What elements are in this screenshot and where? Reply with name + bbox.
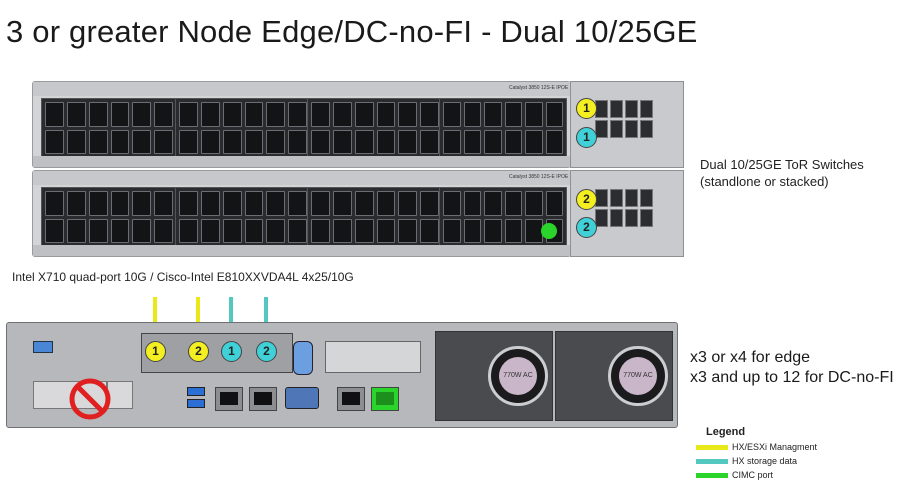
nic-label: Intel X710 quad-port 10G / Cisco-Intel E… <box>12 270 354 284</box>
nic-port-3-badge: 1 <box>221 341 242 362</box>
tor-switch-2: Catalyst 3850 12S-E IPOE <box>32 170 571 257</box>
legend-swatch-mgmt <box>696 444 728 450</box>
server-label-line2: x3 and up to 12 for DC-no-FI <box>690 369 894 386</box>
storage-cable-1 <box>229 297 233 341</box>
usb-port-2 <box>187 399 205 408</box>
legend-title: Legend <box>706 426 746 438</box>
lan-port-1 <box>215 387 243 411</box>
nic-port-2-badge: 2 <box>188 341 209 362</box>
pull-tab <box>293 341 313 375</box>
storage-cable-2 <box>264 297 268 341</box>
switch-2-network-module <box>570 170 684 257</box>
legend-item-storage: HX storage data <box>696 456 797 466</box>
switch-label: Dual 10/25GE ToR Switches (standlone or … <box>700 156 864 190</box>
switch-1-port-block-c <box>307 98 443 158</box>
legend-swatch-storage <box>696 458 728 464</box>
page-title: 3 or greater Node Edge/DC-no-FI - Dual 1… <box>6 14 698 49</box>
switch-1-port-block-d <box>439 98 567 158</box>
server-label-line1: x3 or x4 for edge <box>690 349 811 366</box>
usb-port-1 <box>187 387 205 396</box>
tor-switch-1: Catalyst 3850 12S-E IPOE <box>32 81 571 168</box>
nic-port-4-badge: 2 <box>256 341 277 362</box>
pcie-slot <box>325 341 421 373</box>
lan-port-3 <box>337 387 365 411</box>
switch-2-port-block-a <box>41 187 177 247</box>
psu-2-fan-icon: 770W AC <box>608 346 668 406</box>
vga-port <box>285 387 319 409</box>
legend-label-cimc: CIMC port <box>732 470 774 480</box>
mgmt-cable-2 <box>196 297 200 341</box>
switch-cimc-port-marker <box>541 223 557 239</box>
lan-port-2 <box>249 387 277 411</box>
switch-2-port-block-b <box>175 187 311 247</box>
legend-item-cimc: CIMC port <box>696 470 773 480</box>
legend-item-mgmt: HX/ESXi Managment <box>696 442 817 452</box>
legend-label-storage: HX storage data <box>732 456 798 466</box>
psu-2: 770W AC <box>555 331 673 421</box>
psu-1-fan-icon: 770W AC <box>488 346 548 406</box>
switch-1-model-text: Catalyst 3850 12S-E IPOE <box>509 85 569 91</box>
psu-2-rating: 770W AC <box>619 357 657 395</box>
switch-2-mgmt-badge: 2 <box>576 189 597 210</box>
switch-1-port-block-b <box>175 98 311 158</box>
psu-1-rating: 770W AC <box>499 357 537 395</box>
cimc-port <box>371 387 399 411</box>
legend-label-mgmt: HX/ESXi Managment <box>732 442 818 452</box>
switch-label-line1: Dual 10/25GE ToR Switches <box>700 157 864 172</box>
server-label: x3 or x4 for edge x3 and up to 12 for DC… <box>690 348 894 388</box>
prohibited-icon <box>69 378 111 420</box>
switch-1-storage-badge: 1 <box>576 127 597 148</box>
psu-1: 770W AC <box>435 331 553 421</box>
switch-1-mgmt-badge: 1 <box>576 98 597 119</box>
legend-swatch-cimc <box>696 472 728 478</box>
nic-port-1-badge: 1 <box>145 341 166 362</box>
switch-1-network-module <box>570 81 684 168</box>
switch-2-port-block-c <box>307 187 443 247</box>
mgmt-cable-1 <box>153 297 157 341</box>
switch-2-model-text: Catalyst 3850 12S-E IPOE <box>509 174 569 180</box>
switch-label-line2: (standlone or stacked) <box>700 174 829 189</box>
switch-1-port-block-a <box>41 98 177 158</box>
switch-2-storage-badge: 2 <box>576 217 597 238</box>
